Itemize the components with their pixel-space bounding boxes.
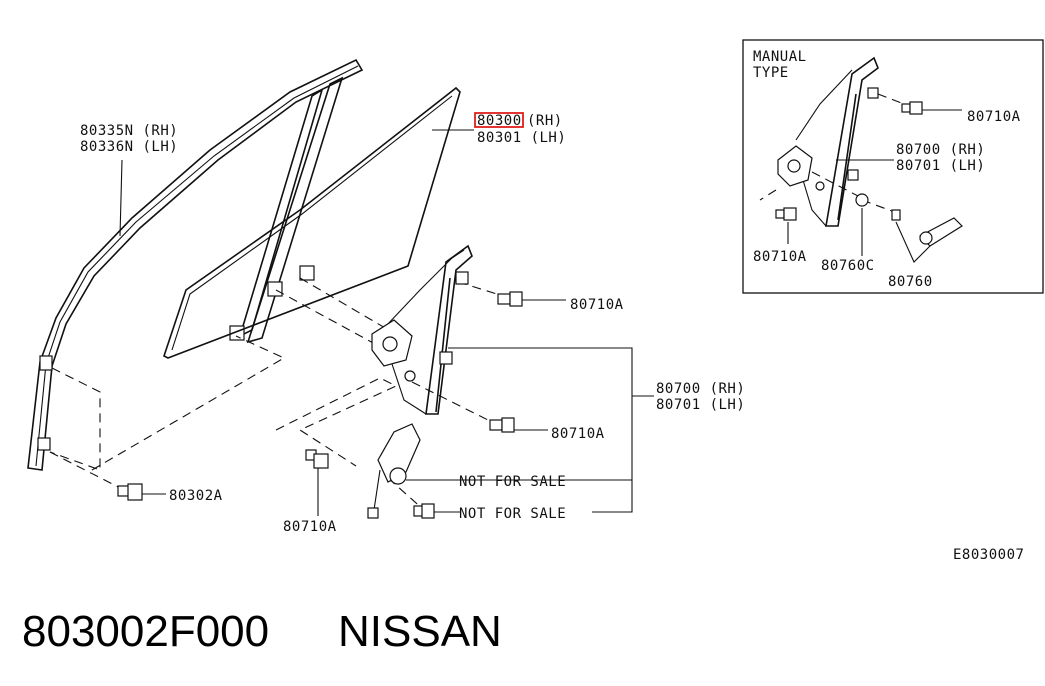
inset-title-line2: TYPE — [753, 65, 789, 81]
manual-type-inset: MANUAL TYPE 80710A 80700 (RH) 80701 (LH)… — [742, 39, 1044, 294]
label-80300: 80300 — [477, 113, 522, 129]
inset-label-80760: 80760 — [888, 274, 933, 290]
label-80710a-mid: 80710A — [551, 426, 605, 442]
inset-label-80710a-left: 80710A — [753, 249, 807, 265]
label-80710a-low: 80710A — [283, 519, 337, 535]
phantom-lines — [49, 277, 511, 511]
footer-part-number: 803002F000 — [22, 607, 269, 656]
inset-label-80700: 80700 (RH) — [896, 142, 985, 158]
diagram-code: E8030007 — [953, 547, 1024, 563]
window-regulator — [371, 244, 473, 415]
inset-label-80760c: 80760C — [821, 258, 875, 274]
leader-lines — [119, 129, 654, 516]
label-80700: 80700 (RH) — [656, 381, 745, 397]
label-80701: 80701 (LH) — [656, 397, 745, 413]
label-80301: 80301 (LH) — [477, 130, 566, 146]
regulator-motor — [367, 423, 421, 519]
inset-title-line1: MANUAL — [753, 49, 807, 65]
bolt-not-for-sale — [413, 503, 435, 519]
door-sash-channel — [27, 58, 364, 471]
label-80335n: 80335N (RH) — [80, 123, 178, 139]
bolt-80710a-top — [497, 291, 523, 307]
door-glass — [163, 86, 461, 359]
highlight-box-80300 — [474, 112, 524, 128]
label-not-for-sale-1: NOT FOR SALE — [459, 474, 566, 490]
label-80302a: 80302A — [169, 488, 223, 504]
label-not-for-sale-2: NOT FOR SALE — [459, 506, 566, 522]
footer-brand: NISSAN — [338, 607, 502, 656]
label-80710a-top: 80710A — [570, 297, 624, 313]
label-80336n: 80336N (LH) — [80, 139, 178, 155]
bolt-80302a — [117, 483, 143, 501]
label-80300-rh: (RH) — [527, 113, 563, 129]
inset-label-80701: 80701 (LH) — [896, 158, 985, 174]
bolt-80710a-mid — [489, 417, 515, 433]
inset-label-80710a-right: 80710A — [967, 109, 1021, 125]
bolt-80710a-low — [305, 449, 329, 469]
